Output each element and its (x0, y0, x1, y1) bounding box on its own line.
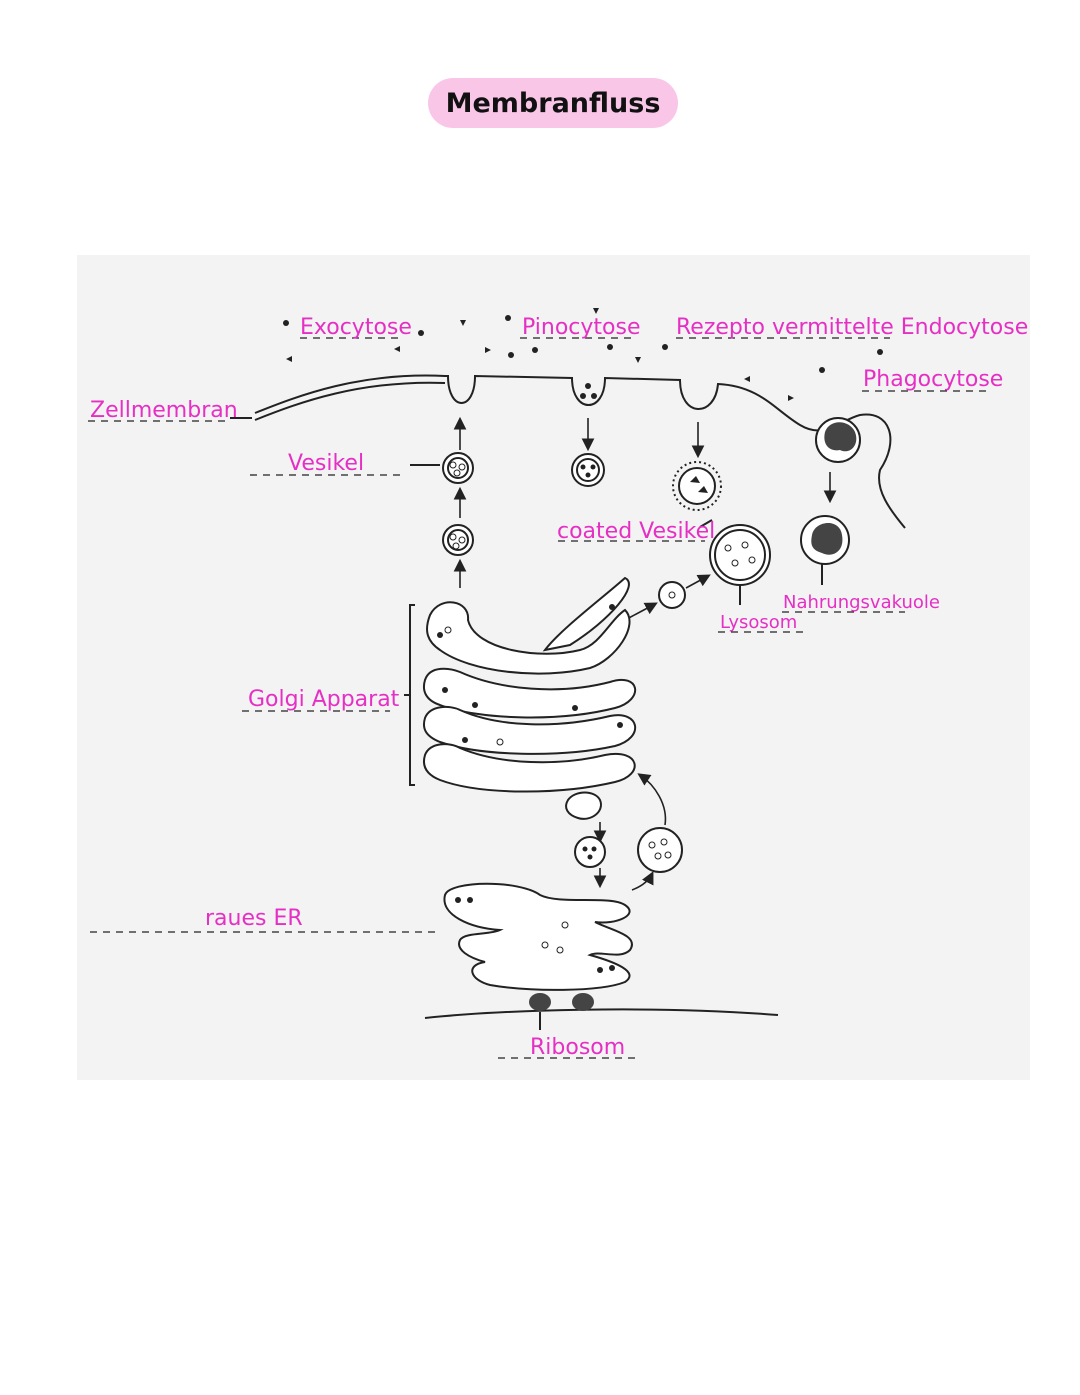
cell-membrane (254, 374, 906, 529)
label-pinocytose: Pinocytose (522, 315, 641, 340)
label-zellmembran: Zellmembran (90, 398, 238, 423)
label-rezepto-endocytose: Rezepto vermittelte Endocytose (676, 315, 1028, 340)
rough-er (424, 882, 779, 1030)
extracellular-particles (283, 308, 883, 401)
pinocytosis-pathway (571, 383, 605, 487)
label-vesikel: Vesikel (288, 451, 364, 476)
title-pill: Membranfluss (428, 78, 678, 128)
label-nahrungsvakuole: Nahrungsvakuole (783, 592, 940, 613)
er-golgi-vesicles (574, 773, 683, 891)
label-phagocytose: Phagocytose (863, 367, 1003, 392)
label-ribosom: Ribosom (530, 1035, 625, 1060)
label-raues-er: raues ER (205, 906, 303, 931)
phagocytosis-pathway (800, 417, 861, 585)
exocytosis-pathway (442, 416, 474, 588)
page-title: Membranfluss (445, 87, 661, 119)
label-golgi-apparat: Golgi Apparat (248, 687, 400, 712)
label-exocytose: Exocytose (300, 315, 412, 340)
receptor-endocytosis-pathway (672, 422, 722, 511)
label-lysosom: Lysosom (720, 612, 797, 633)
lysosome (624, 524, 771, 621)
label-coated-vesikel: coated Vesikel (557, 519, 715, 544)
golgi-apparatus (404, 576, 636, 820)
